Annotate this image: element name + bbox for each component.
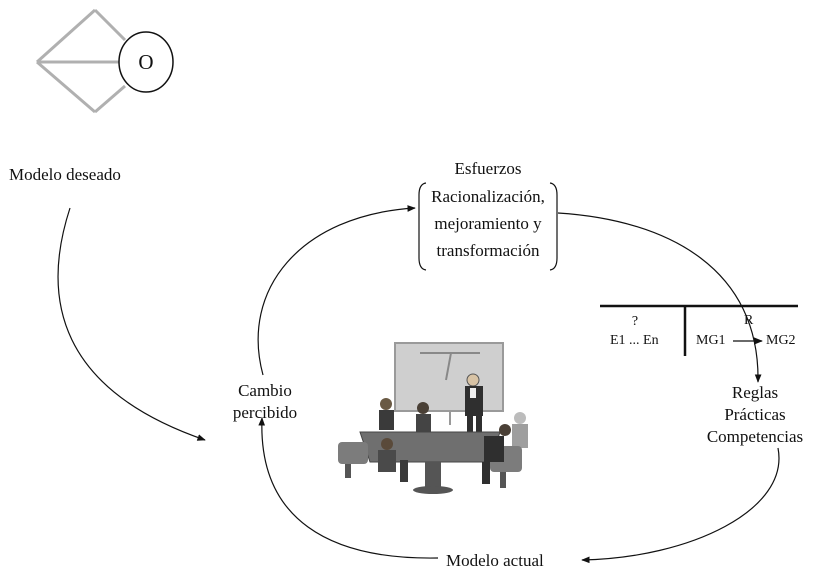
brace-left [418,182,427,271]
perceived-change-line-1: Cambio [238,381,292,400]
meeting-illustration [338,342,528,494]
desired-model-label: Modelo deseado [9,165,121,184]
arrow-current-to-change [258,417,439,559]
brace-right [549,182,558,271]
arrow-desired-to-center [57,207,206,441]
efforts-title: Esfuerzos [454,159,522,178]
perceived-change-line-2: percibido [232,403,298,422]
t-chart-left-bottom: E1 ... En [610,333,659,348]
rules-line-1: Reglas [731,383,779,402]
rules-line-2: Prácticas [724,405,786,424]
t-chart-mg2: MG2 [766,333,796,348]
symbol-circle [118,31,174,93]
efforts-line-2: mejoramiento y [434,214,542,233]
arrow-change-to-efforts [257,205,416,376]
rules-line-3: Competencias [706,427,804,446]
current-model-label: Modelo actual [446,551,544,570]
symbol-diamond [35,8,127,114]
t-chart-left-top: ? [631,314,639,329]
efforts-line-1: Racionalización, [431,187,545,206]
t-chart-right-top: R [744,313,754,328]
arrow-rules-to-current [581,447,780,564]
arrow-efforts-to-rules [557,212,762,383]
t-chart-mg1: MG1 [696,333,726,348]
efforts-line-3: transformación [436,241,540,260]
t-chart [600,304,798,356]
symbol-circle-label: O [138,50,154,74]
